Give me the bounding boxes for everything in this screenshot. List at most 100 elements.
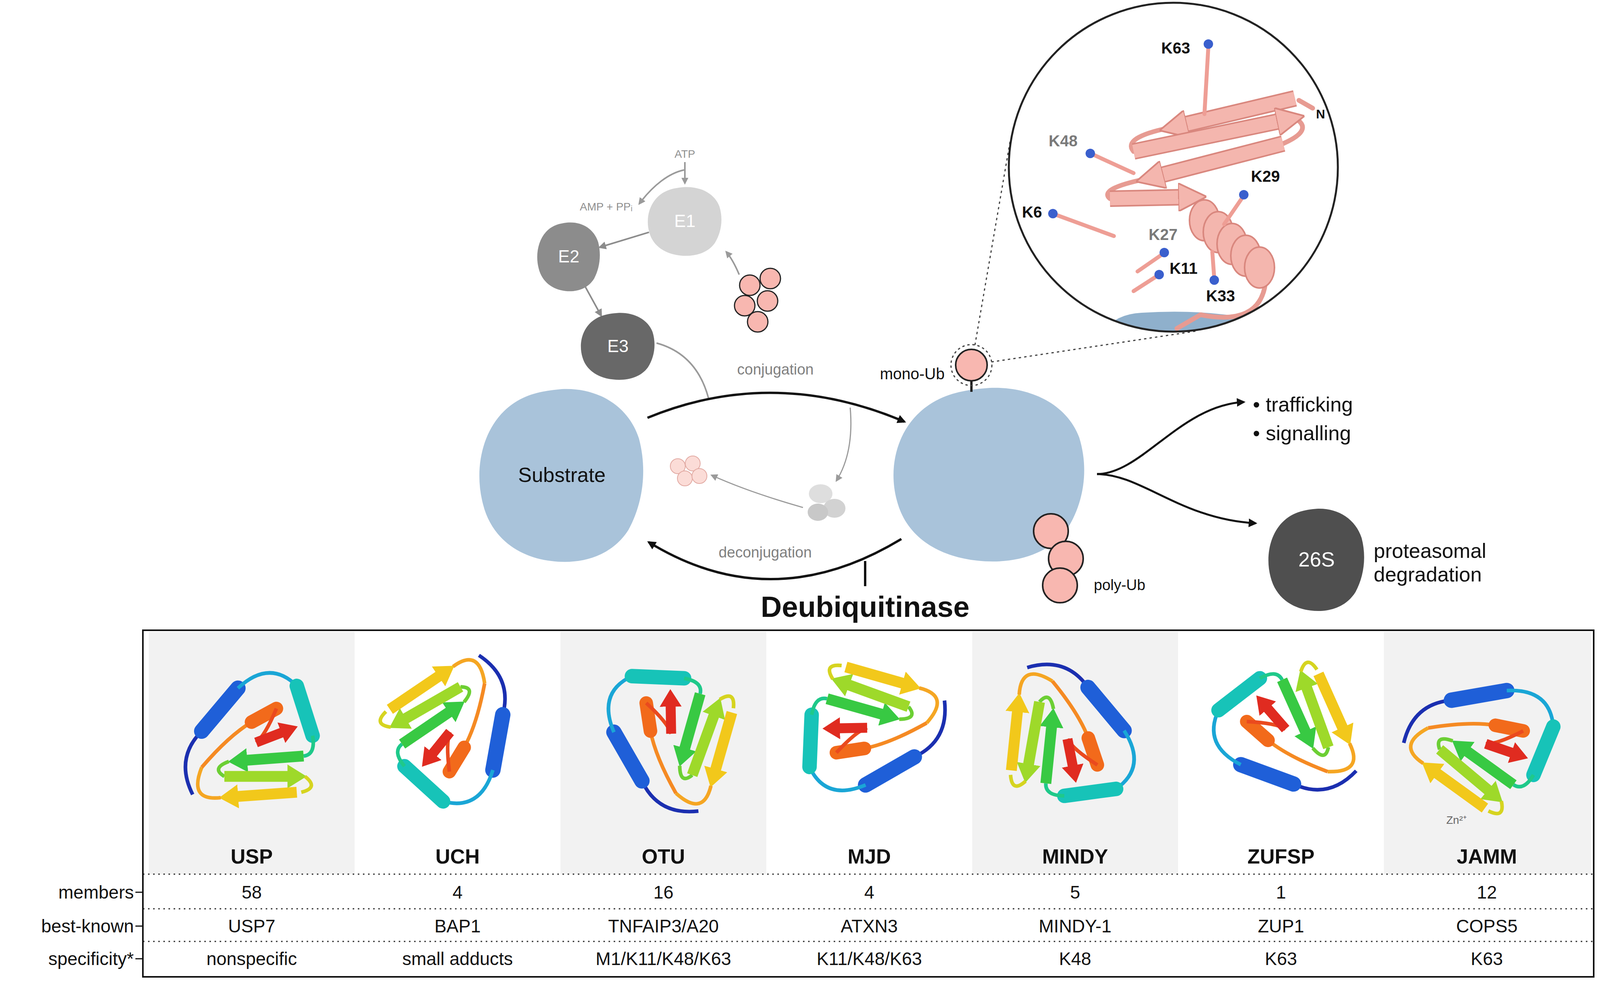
otu-structure <box>581 656 744 820</box>
usp-structure <box>185 673 314 799</box>
figure-label: K11 <box>1169 259 1198 278</box>
zoom-line <box>991 331 1198 363</box>
row-divider <box>142 941 1594 943</box>
enzyme-cascade-arrow <box>599 232 650 248</box>
proteasome: 26S <box>1265 505 1368 615</box>
fate-arrow <box>1096 402 1244 475</box>
table-cell: 58 <box>241 882 262 904</box>
figure-label: Zn²⁺ <box>1444 813 1469 828</box>
figure-label: N <box>1315 107 1325 122</box>
dub-connector <box>863 561 867 587</box>
enzyme-blob: E2 <box>535 220 603 294</box>
helix-turn <box>1244 247 1275 289</box>
loops <box>1107 100 1313 329</box>
node-fill <box>1268 508 1365 612</box>
ubiquitin-pool <box>734 268 781 333</box>
substrate-protein: Substrate <box>474 383 650 567</box>
column-shade <box>972 632 1179 875</box>
table-cell: specificity* <box>48 948 134 970</box>
figure-label: mono-Ub <box>879 364 945 383</box>
zoom-line <box>974 139 1011 346</box>
table-border <box>142 630 1594 978</box>
table-cell: BAP1 <box>434 916 481 938</box>
table-cell: COPS5 <box>1456 916 1518 938</box>
table-cell: M1/K11/K48/K63 <box>595 948 731 970</box>
table-cell: K63 <box>1265 948 1298 970</box>
figure-label: ATP <box>674 147 696 161</box>
table-cell: K48 <box>1059 948 1092 970</box>
amine <box>1239 190 1249 200</box>
table-cell: K63 <box>1470 948 1504 970</box>
sidechain <box>1133 275 1158 292</box>
table-cell: TNFAIP3/A20 <box>608 916 719 938</box>
node-fill <box>479 389 644 563</box>
table-cell: best-known <box>41 916 134 938</box>
strand-edge <box>1109 197 1187 199</box>
pale-ubiquitin <box>677 471 693 487</box>
table-cell: MJD <box>847 845 892 870</box>
figure-label: • signalling <box>1252 421 1351 446</box>
zufsp-structure <box>1200 656 1362 820</box>
release-arrow <box>836 407 851 481</box>
ubiquitin-circle <box>757 290 778 312</box>
mjd-structure <box>789 656 953 818</box>
released-enzymes <box>807 484 846 522</box>
figure-label: deconjugation <box>718 544 813 562</box>
table-cell: ZUP1 <box>1257 916 1305 938</box>
figure-label: Deubiquitinase <box>760 590 970 624</box>
row-tick <box>135 958 143 960</box>
table-cell: 16 <box>653 882 674 904</box>
table-cell: small adducts <box>402 948 513 970</box>
row-tick <box>135 892 143 894</box>
mindy-structure <box>1002 660 1149 808</box>
strands <box>1109 98 1295 199</box>
table-cell: 1 <box>1276 882 1287 904</box>
ubiquitinated-substrate <box>893 388 1085 563</box>
amine <box>1154 270 1164 280</box>
enzyme-cascade-arrow <box>585 286 602 317</box>
node-fill <box>580 312 655 380</box>
table-cell: members <box>58 882 134 904</box>
amine <box>1209 275 1219 285</box>
poly-ubiquitin <box>1033 514 1084 604</box>
jamm-structure <box>1396 645 1575 824</box>
table-cell: ATXN3 <box>840 916 898 938</box>
recycle-arrow <box>711 475 803 508</box>
table-cell: USP <box>230 845 273 870</box>
figure-label: K29 <box>1250 167 1280 186</box>
table-cell: MINDY <box>1042 845 1109 870</box>
row-divider <box>142 908 1594 911</box>
fate-arrow <box>1096 474 1256 524</box>
pale-enzyme <box>807 503 829 522</box>
table-cell: USP7 <box>227 916 276 938</box>
zoom-marker <box>950 344 992 386</box>
table-cell: MINDY-1 <box>1038 916 1112 938</box>
row-divider <box>142 874 1594 876</box>
row-tick <box>135 926 143 928</box>
figure-label: • trafficking <box>1252 393 1353 417</box>
sidechain <box>1212 251 1215 279</box>
released-ubiquitin <box>670 456 707 487</box>
column-shade <box>1383 632 1592 875</box>
enzyme-blob: E3 <box>578 310 658 382</box>
node-fill <box>647 186 722 256</box>
sidechain <box>1054 214 1114 237</box>
figure-label: K48 <box>1048 131 1078 150</box>
sidechain <box>1204 46 1209 115</box>
table-cell: 12 <box>1476 882 1497 904</box>
ubiquitin-circle <box>739 275 761 296</box>
node-fill <box>537 222 600 292</box>
enzyme-blob: E1 <box>645 184 725 258</box>
figure-label: K33 <box>1206 286 1235 306</box>
table-cell: 4 <box>452 882 463 904</box>
node-label: E1 <box>674 211 696 232</box>
conjugation-arrow <box>647 392 905 422</box>
table-cell: OTU <box>641 845 686 870</box>
amine <box>1085 148 1096 159</box>
sidechain <box>1224 195 1244 225</box>
amine <box>1048 209 1058 219</box>
ubiquitin-circle <box>1042 568 1078 604</box>
table-cell: ZUFSP <box>1247 845 1315 870</box>
